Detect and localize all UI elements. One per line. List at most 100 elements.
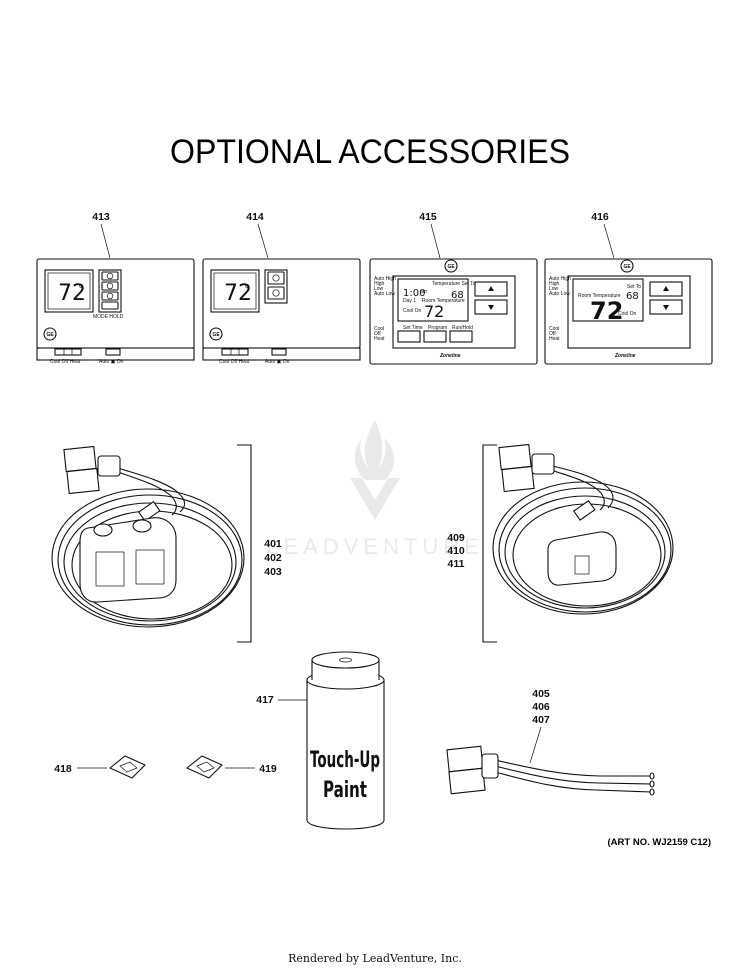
thermostat-416-sys-mode-0: Cool [549, 326, 559, 332]
page-title: OPTIONAL ACCESSORIES [170, 133, 570, 171]
paint-can-text-line1: Touch-Up [310, 748, 380, 773]
part-label-416: 416 [591, 211, 609, 223]
connector-405 [446, 745, 484, 773]
part-label-406: 406 [532, 701, 550, 713]
thermostat-415-time: 1:00 [403, 288, 425, 299]
part-label-407: 407 [532, 714, 550, 726]
clip-418: 418 [54, 755, 146, 779]
connector-409 [498, 443, 532, 471]
remote-cable-409: 409 410 411 [447, 443, 674, 643]
watermark-logo: LEADVENTURE [266, 420, 484, 559]
clip-418-body [108, 755, 146, 779]
thermostat-414: 414 72 o GE Cool Off Heat Auto ▣ On [202, 211, 361, 365]
paint-can-417: 417 Touch-Up Paint [256, 651, 385, 830]
thermostat-416: 416 GE Auto High High Low Auto Low Cool … [544, 211, 713, 365]
thermostat-415-button-label-1: Program [428, 325, 447, 331]
svg-text:GE: GE [624, 264, 632, 270]
part-label-415: 415 [419, 211, 437, 223]
thermostat-414-switch2-label: Auto ▣ On [265, 359, 290, 365]
thermostat-415: 415 GE Auto High High Low Auto Low Cool … [369, 211, 538, 365]
bracket-409 [482, 444, 497, 643]
paint-can-cap [311, 651, 380, 669]
thermostat-415-fan-mode-0: Auto High [374, 276, 396, 282]
part-label-419: 419 [259, 763, 277, 775]
remote-housing-401 [79, 517, 177, 603]
thermostat-414-down-button [267, 286, 285, 300]
ge-logo-icon [620, 259, 634, 273]
thermostat-414-temp: 72 [224, 281, 252, 306]
thermostat-413-temp: 72 [58, 281, 86, 306]
svg-text:GE: GE [448, 264, 456, 270]
thermostat-415-fan-mode-2: Low [374, 286, 384, 292]
thermostat-415-temp: 72 [424, 302, 444, 321]
ge-logo-icon [209, 327, 223, 341]
plug-409 [572, 499, 596, 521]
part-label-418: 418 [54, 763, 72, 775]
thermostat-415-program-button [423, 330, 447, 343]
paint-can-body [306, 679, 385, 830]
thermostat-415-day: Day 1 [403, 298, 416, 304]
part-label-417: 417 [256, 694, 274, 706]
footer-credit: Rendered by LeadVenture, Inc. [288, 952, 462, 965]
art-number: (ART NO. WJ2159 C12) [608, 837, 711, 848]
watermark-text: LEADVENTURE [266, 534, 484, 559]
part-label-410: 410 [447, 545, 465, 557]
clip-419-body [185, 755, 223, 779]
bracket-401 [237, 444, 252, 643]
ge-logo-icon [444, 259, 458, 273]
remote-housing-409 [547, 531, 617, 586]
thermostat-416-sys-mode-2: Heat [549, 336, 560, 342]
thermostat-415-set-time-button [397, 330, 421, 343]
part-label-409: 409 [447, 532, 465, 544]
thermostat-416-room-label: Room Temperature [578, 293, 621, 299]
thermostat-413: 413 72 o MODE HOLD GE Cool Off Heat Auto… [36, 211, 195, 365]
thermostat-413-mode-button [101, 291, 119, 301]
thermostat-413-switch1-label: Cool Off Heat [50, 359, 81, 365]
harness-405: 405 406 407 [446, 688, 655, 796]
thermostat-415-lcd [397, 278, 469, 322]
thermostat-416-lcd [572, 278, 644, 322]
svg-text:GE: GE [47, 332, 55, 338]
thermostat-415-button-label-0: Set Time [403, 325, 423, 331]
thermostat-416-fan-mode-2: Low [549, 286, 559, 292]
thermostat-415-am: am [420, 289, 427, 295]
part-label-403: 403 [264, 566, 282, 578]
thermostat-415-room-label: Room Temperature [422, 298, 465, 304]
paint-can-text-line2: Paint [323, 778, 367, 803]
part-label-402: 402 [264, 552, 282, 564]
thermostat-413-display-frame [44, 269, 94, 313]
part-label-401: 401 [264, 538, 282, 550]
thermostat-415-sys-mode-0: Cool [374, 326, 384, 332]
thermostat-416-fan-mode-1: High [549, 281, 560, 287]
thermostat-415-run-hold-button [449, 330, 473, 343]
thermostat-413-up-button [101, 271, 119, 281]
thermostat-416-fan-mode-3: Auto Low [549, 291, 570, 297]
thermostat-414-up-button [267, 271, 285, 285]
thermostat-415-brand: Zoneline [439, 353, 461, 359]
thermostat-413-down-button [101, 281, 119, 291]
part-label-411: 411 [448, 558, 465, 570]
thermostat-416-fan-mode-0: Auto High [549, 276, 571, 282]
thermostat-416-sys-mode-1: Off [549, 331, 556, 337]
thermostat-416-temp: 72 [590, 297, 623, 325]
part-label-405: 405 [532, 688, 550, 700]
thermostat-415-cool-on: Cool On [403, 308, 422, 314]
part-label-414: 414 [246, 211, 264, 223]
remote-cable-401: 401 402 403 [51, 444, 282, 643]
part-label-413: 413 [92, 211, 110, 223]
ge-logo-icon [43, 327, 57, 341]
thermostat-414-switch1-label: Cool Off Heat [219, 359, 250, 365]
thermostat-413-hold-button [101, 301, 119, 310]
thermostat-415-sys-mode-1: Off [374, 331, 381, 337]
thermostat-415-fan-mode-3: Auto Low [374, 291, 395, 297]
thermostat-416-setpoint: 68 [626, 291, 639, 302]
connector-401 [63, 445, 97, 473]
thermostat-415-setpoint: 68 [451, 290, 464, 301]
thermostat-415-setpoint-label: Temperature Set To [432, 281, 476, 287]
thermostat-415-sys-mode-2: Heat [374, 336, 385, 342]
thermostat-414-display-frame [210, 269, 260, 313]
thermostat-415-button-label-2: Run/Hold [452, 325, 473, 331]
svg-text:GE: GE [213, 332, 221, 338]
thermostat-416-brand: Zoneline [614, 353, 636, 359]
